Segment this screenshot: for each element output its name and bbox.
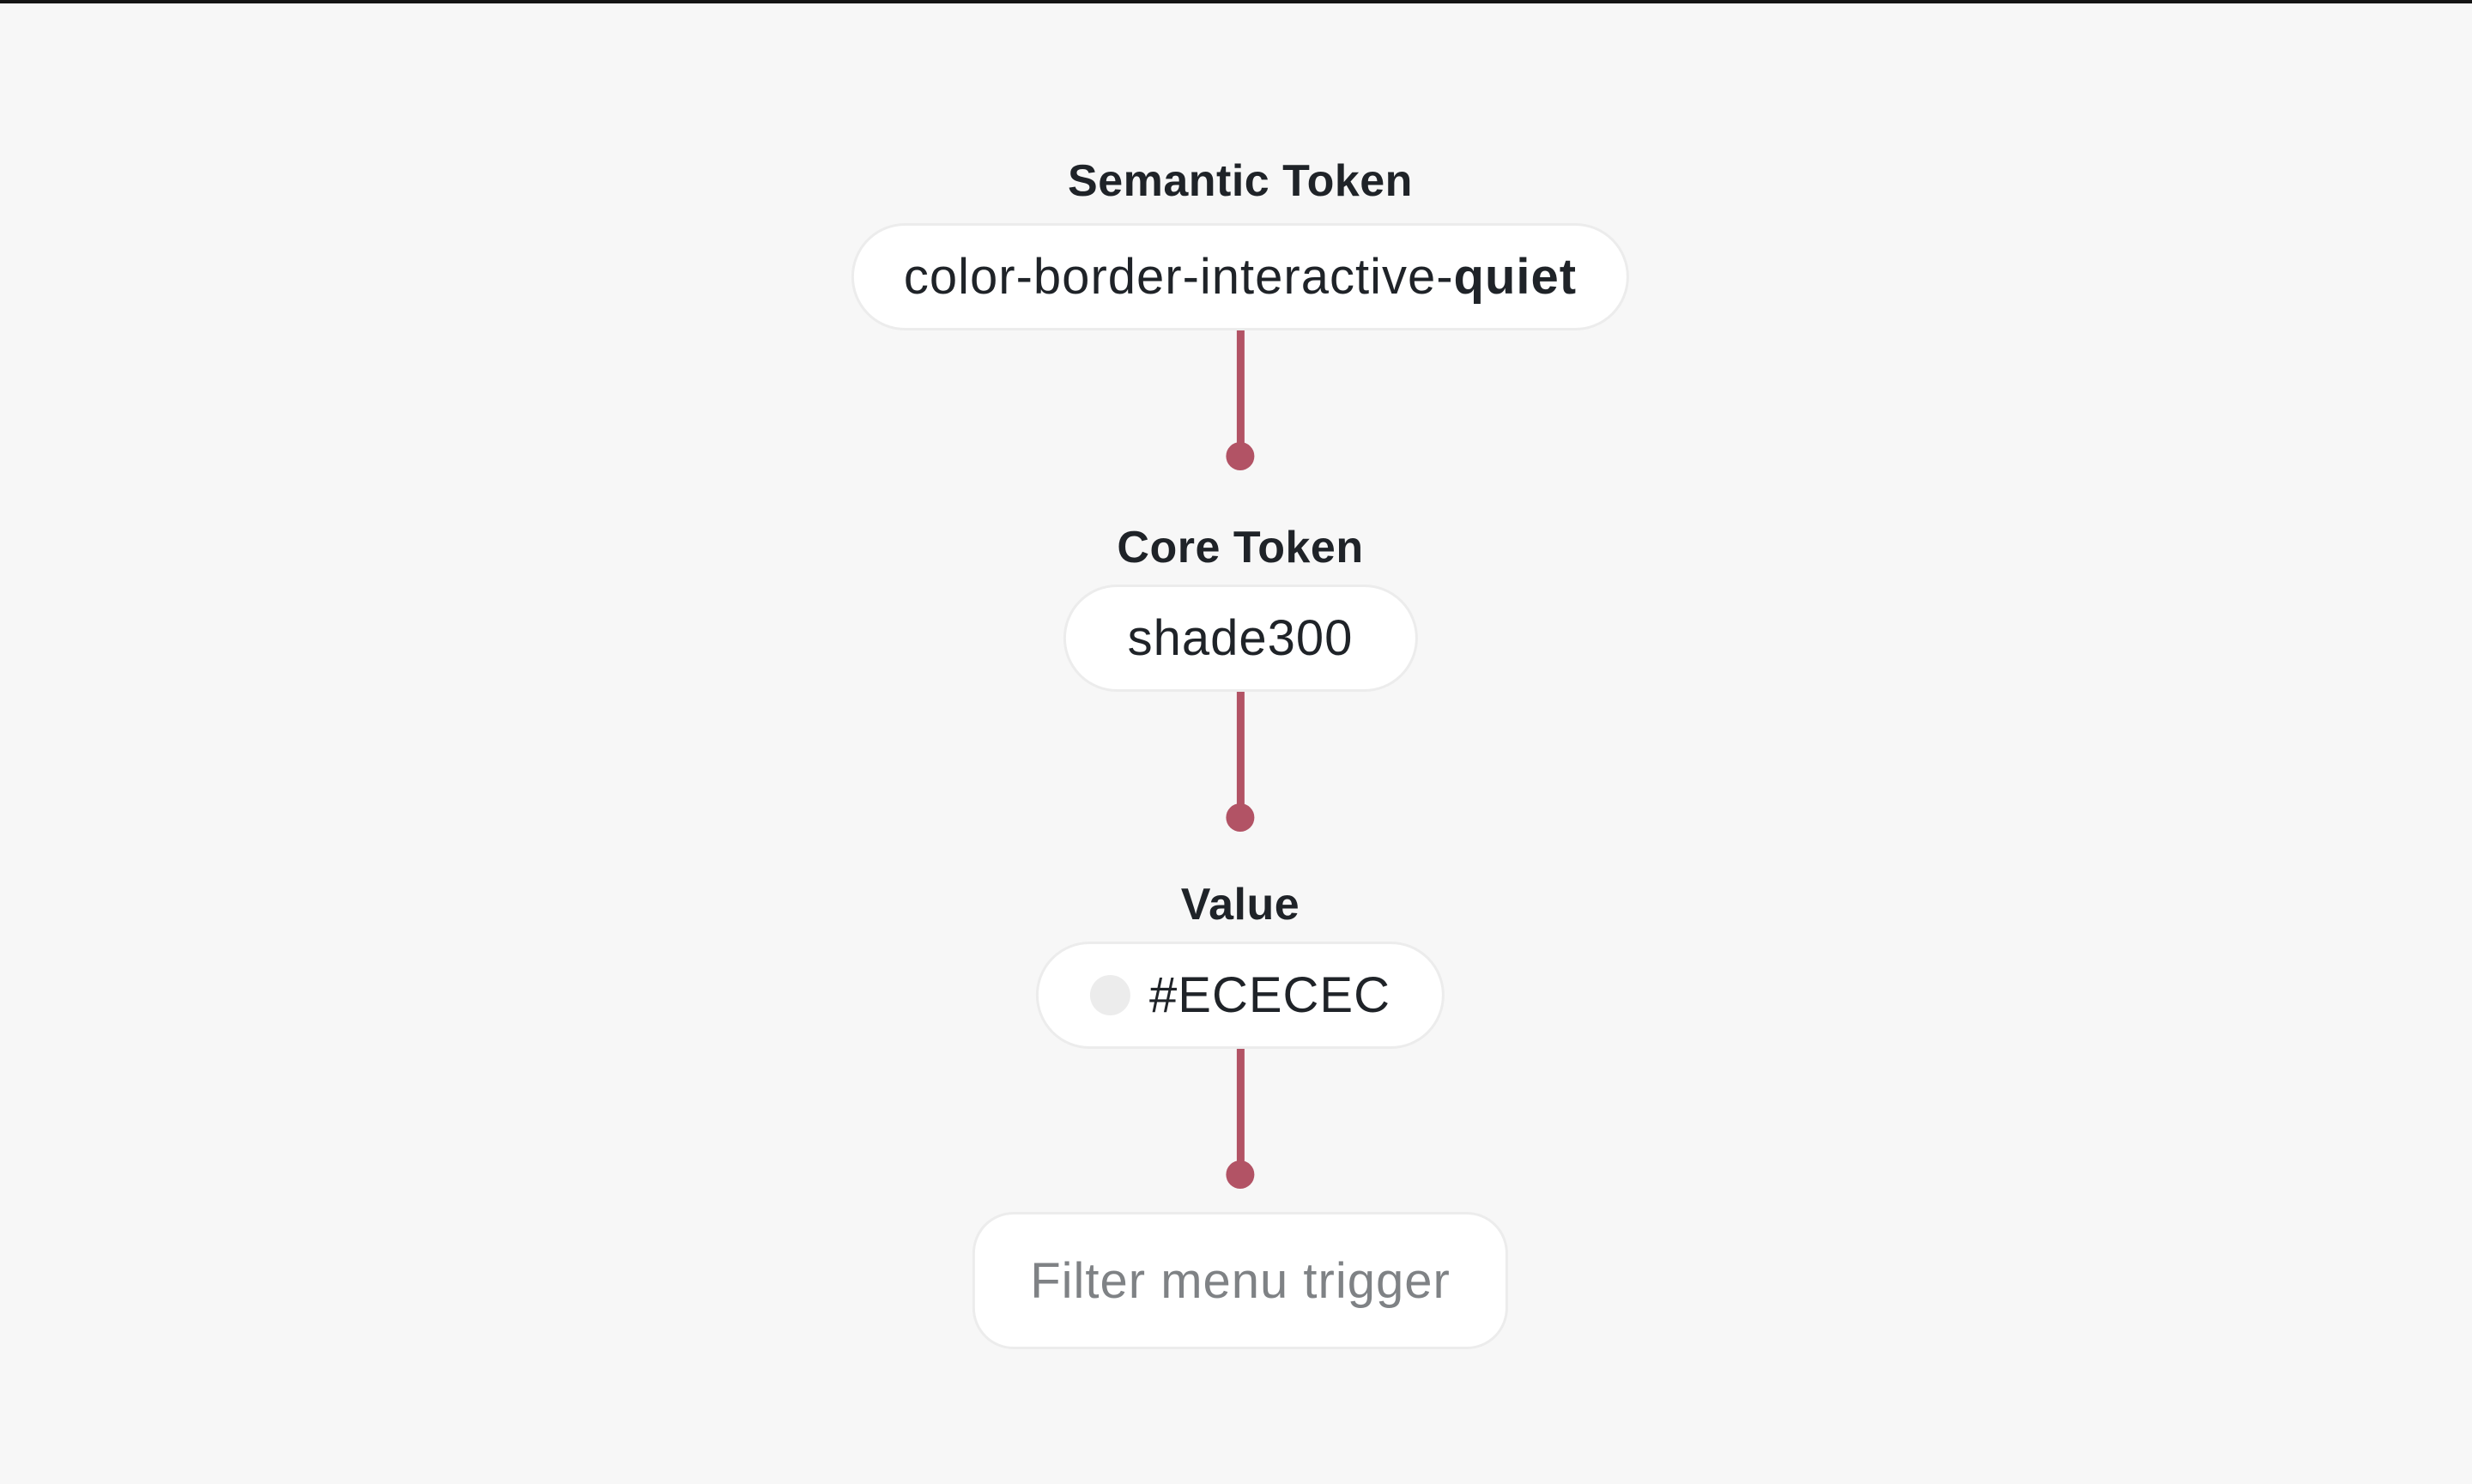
core-token-value: shade300 bbox=[1127, 610, 1354, 666]
connector-dot bbox=[1226, 442, 1255, 470]
semantic-token-value-prefix: color-border-interactive- bbox=[903, 249, 1454, 305]
connector bbox=[1226, 692, 1255, 832]
token-hierarchy-diagram: Semantic Token color-border-interactive-… bbox=[851, 154, 1630, 1349]
value-pill: #ECECEC bbox=[1036, 942, 1445, 1049]
connector bbox=[1226, 330, 1255, 470]
connector-dot bbox=[1226, 1160, 1255, 1189]
semantic-token-value-suffix: quiet bbox=[1453, 249, 1578, 305]
connector bbox=[1226, 1049, 1255, 1189]
core-token-pill: shade300 bbox=[1063, 585, 1418, 692]
connector-dot bbox=[1226, 803, 1255, 832]
filter-menu-trigger-button[interactable]: Filter menu trigger bbox=[972, 1212, 1508, 1349]
color-swatch bbox=[1090, 975, 1131, 1015]
value-label: Value bbox=[1180, 880, 1300, 930]
value-hex-text: #ECECEC bbox=[1149, 967, 1390, 1023]
top-edge-bar bbox=[0, 0, 2472, 3]
semantic-token-label: Semantic Token bbox=[1068, 156, 1413, 206]
semantic-token-pill: color-border-interactive-quiet bbox=[851, 223, 1630, 330]
core-token-label: Core Token bbox=[1117, 523, 1364, 572]
